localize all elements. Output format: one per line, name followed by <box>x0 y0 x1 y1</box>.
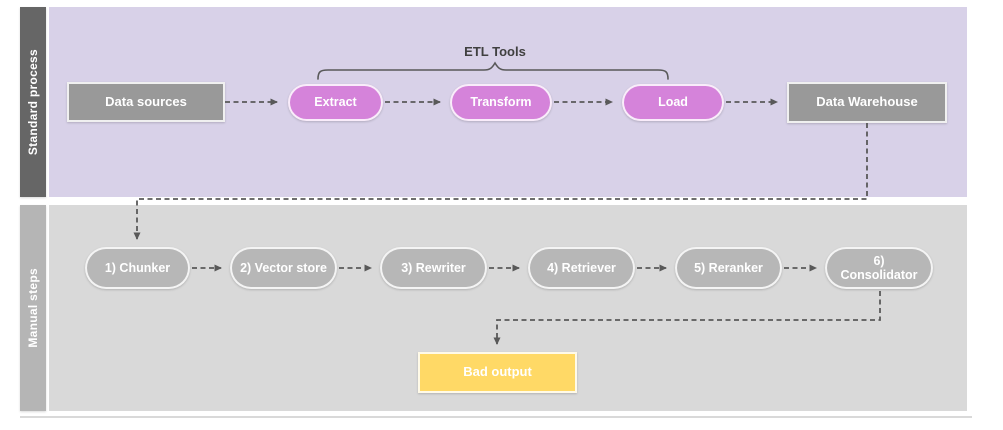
node-retriever: 4) Retriever <box>528 247 635 289</box>
etl-tools-annotation: ETL Tools <box>464 44 526 59</box>
lane-manual-steps-text: Manual steps <box>26 268 40 348</box>
node-chunker: 1) Chunker <box>85 247 190 289</box>
node-extract: Extract <box>288 84 383 121</box>
lane-standard-process-label: Standard process <box>20 7 46 197</box>
node-transform: Transform <box>450 84 552 121</box>
node-reranker: 5) Reranker <box>675 247 782 289</box>
node-consolidator: 6) Consolidator <box>825 247 933 289</box>
node-rewriter: 3) Rewriter <box>380 247 487 289</box>
node-data-sources: Data sources <box>67 82 225 122</box>
node-data-warehouse: Data Warehouse <box>787 82 947 123</box>
lane-standard-process-text: Standard process <box>26 48 40 156</box>
lane-manual-steps-label: Manual steps <box>20 205 46 411</box>
bottom-divider-line <box>20 416 972 418</box>
node-vector-store: 2) Vector store <box>230 247 337 289</box>
node-load: Load <box>622 84 724 121</box>
node-bad-output: Bad output <box>418 352 577 393</box>
